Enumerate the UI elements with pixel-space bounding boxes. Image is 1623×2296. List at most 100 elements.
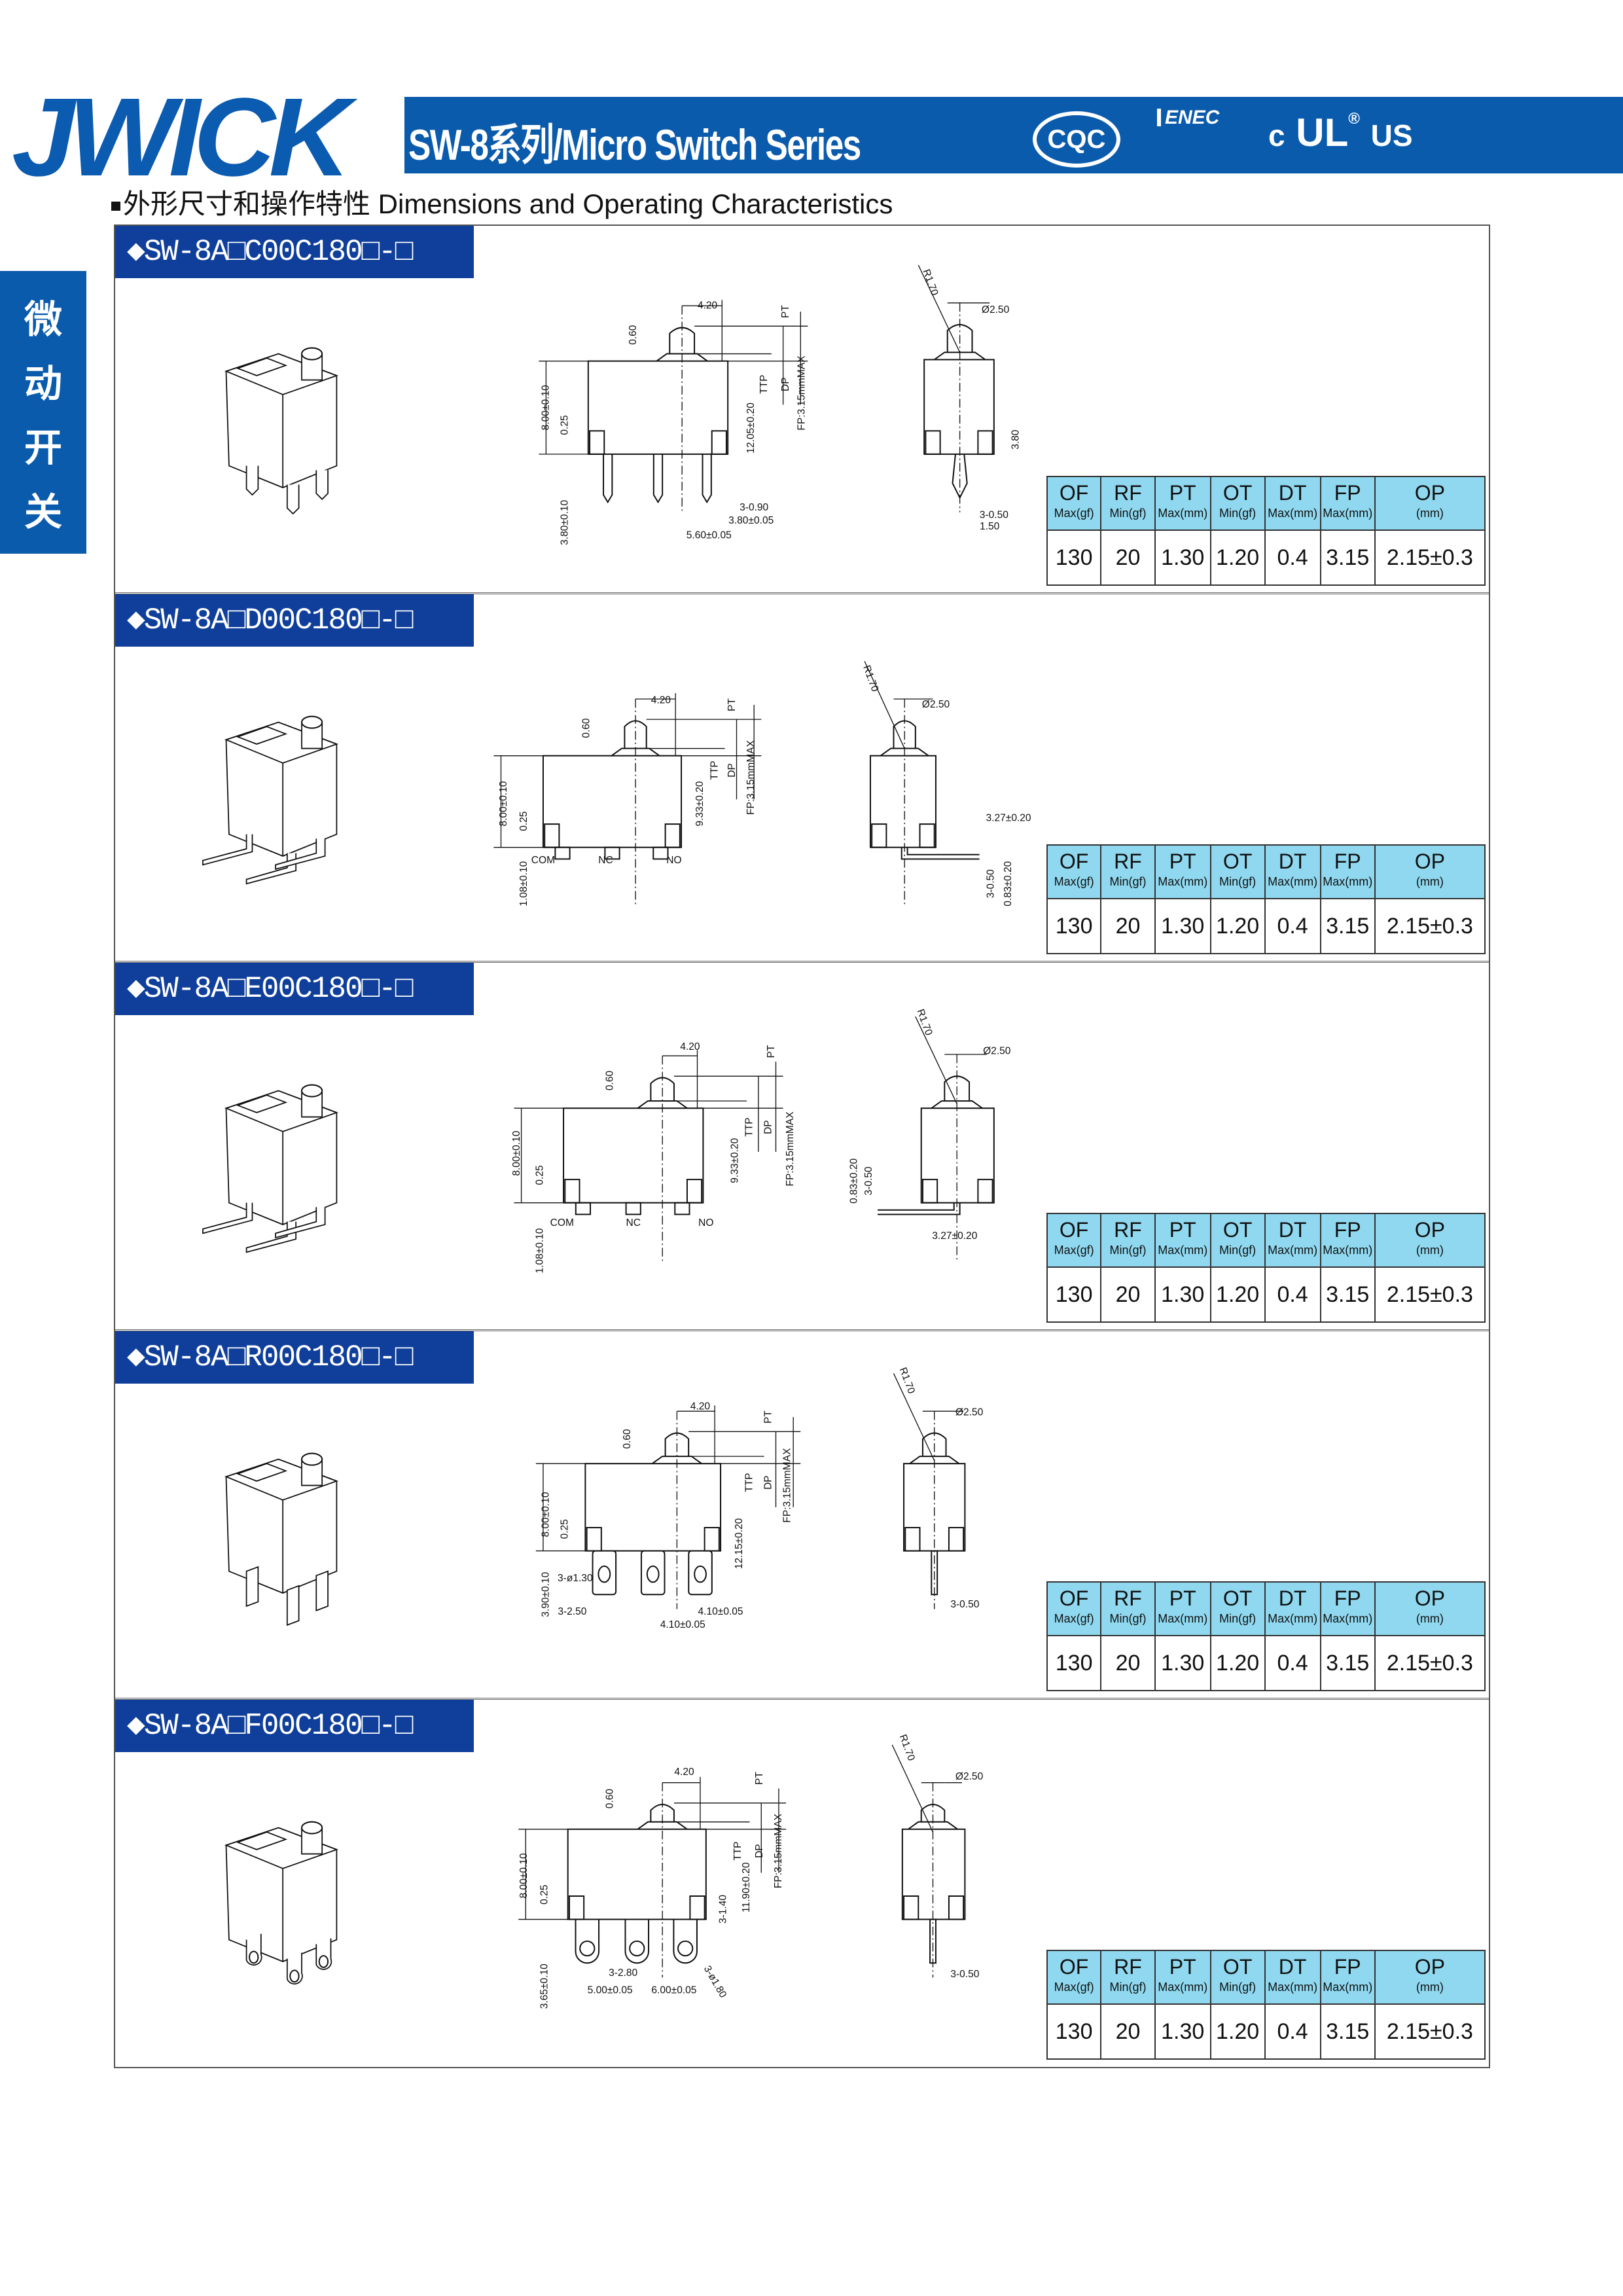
header-unit: Min(gf) (1219, 1612, 1257, 1625)
dimension-label: 0.25 (535, 1165, 546, 1185)
dimension-label: 3-0.50 (980, 509, 1008, 520)
dimension-label: FP:3.15mmMAX (773, 1813, 784, 1888)
header-unit: Max(mm) (1158, 1981, 1208, 1994)
value-cell: 1.20 (1209, 529, 1266, 586)
dimension-label: 3-2.50 (558, 1606, 586, 1617)
value-cell: 20 (1100, 2003, 1156, 2060)
header-unit: Max(mm) (1323, 875, 1373, 888)
side-lead (952, 454, 968, 499)
dimension-label: R1.70 (897, 1733, 917, 1763)
header-unit: Max(gf) (1054, 507, 1094, 520)
lug-hole (629, 1940, 645, 1957)
radius-leader (915, 1016, 957, 1104)
header-cell: FP Max(mm) (1319, 1581, 1376, 1636)
value-cell: 0.4 (1264, 898, 1321, 954)
lug-hole (318, 1955, 329, 1968)
dimension-label: DP (726, 763, 738, 778)
dimension-label: PT (780, 305, 791, 318)
product-illustration (224, 1821, 338, 1985)
dimension-label: 4.20 (674, 1767, 694, 1778)
dimension-label: FP:3.15mmMAX (745, 740, 757, 815)
dimension-label: 1.08±0.10 (535, 1228, 546, 1273)
dimension-label: 0.60 (604, 1071, 615, 1091)
square-bullet-icon (111, 201, 120, 211)
value-cell: 1.20 (1209, 898, 1266, 954)
dimension-label: 11.90±0.20 (741, 1862, 752, 1912)
side-lead (901, 847, 980, 860)
header-unit: Min(gf) (1109, 1612, 1147, 1625)
product-illustration (202, 1084, 338, 1253)
series-title: SW-8系列/Micro Switch Series (408, 120, 861, 169)
dimension-label: 3.65±0.10 (539, 1964, 550, 2009)
body-foot (664, 823, 681, 848)
dimension-label: 4.20 (698, 300, 718, 311)
product-plunger (301, 1084, 323, 1118)
header-name: OF (1059, 850, 1089, 873)
dimension-label: R1.70 (914, 1008, 934, 1037)
product-illustration (224, 347, 338, 515)
dimension-label: TTP (758, 375, 770, 394)
dimension-label: Ø2.50 (983, 1046, 1011, 1057)
header-name: OT (1222, 1587, 1253, 1610)
header-unit: (mm) (1416, 875, 1444, 888)
front-view-body (584, 1463, 722, 1552)
model-number-tag: ◆SW-8A□D00C180□-□ (115, 594, 474, 647)
dimension-label: 5.60±0.05 (687, 529, 732, 541)
lug-hole (579, 1940, 596, 1957)
value-cell: 1.30 (1154, 529, 1211, 586)
side-view-body (901, 1828, 966, 1920)
pcb-pin (702, 454, 712, 504)
dimension-label: NO (666, 855, 681, 866)
dimension-label: 9.33±0.20 (694, 781, 705, 826)
dimension-label: 5.00±0.05 (588, 1985, 633, 1996)
header-unit: Max(mm) (1268, 507, 1318, 520)
header-unit: Max(mm) (1323, 1612, 1373, 1625)
page-subtitle: 外形尺寸和操作特性 Dimensions and Operating Chara… (111, 182, 893, 222)
value-cell: 3.15 (1319, 1266, 1376, 1323)
dimension-label: Ø2.50 (922, 699, 950, 710)
dimension-label: TTP (744, 1117, 755, 1136)
terminal-tab (652, 846, 669, 860)
dimension-label: TTP (732, 1841, 743, 1860)
jwick-logo: JWICK (12, 75, 351, 200)
dimension-label: NC (626, 1217, 640, 1229)
solder-lug (624, 1919, 650, 1964)
dimension-label: PT (726, 698, 738, 711)
header-name: OT (1222, 850, 1253, 873)
header-name: FP (1334, 1218, 1361, 1242)
dimension-label: 4.20 (690, 1401, 711, 1412)
product-qc-terminal (286, 1585, 300, 1626)
product-illustration (224, 1452, 338, 1626)
dimension-label: 8.00±0.10 (498, 781, 509, 826)
ul-mark-text: UL (1296, 111, 1349, 154)
header-name: OP (1414, 1955, 1446, 1979)
header-unit: Min(gf) (1109, 1981, 1147, 1994)
header-name: FP (1334, 1587, 1361, 1610)
body-foot (948, 1527, 965, 1552)
dimension-label: COM (531, 855, 555, 866)
header-name: DT (1278, 1587, 1307, 1610)
dimension-label: 6.00±0.05 (651, 1985, 696, 1996)
header-unit: Max(mm) (1323, 1244, 1373, 1257)
dimension-label: 0.83±0.20 (1003, 861, 1014, 906)
side-category-tab: 微 动 开 关 (0, 271, 86, 554)
dimension-label: 3.27±0.20 (986, 812, 1031, 823)
product-label (236, 1463, 288, 1482)
value-cell: 2.15±0.3 (1374, 1266, 1486, 1323)
lug-hole (677, 1940, 694, 1957)
